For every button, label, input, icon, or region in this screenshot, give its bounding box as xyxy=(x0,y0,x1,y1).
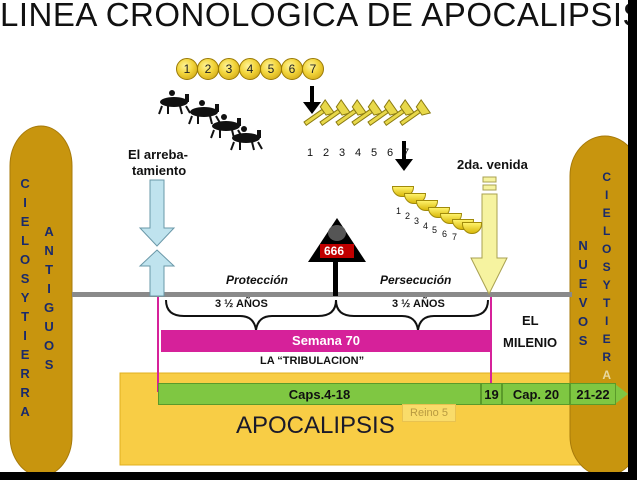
beast-number: 666 xyxy=(324,244,345,258)
protection-label: Protección xyxy=(226,273,289,287)
seal-2: 2 xyxy=(197,58,219,80)
trumpet-num-6: 6 xyxy=(387,147,394,159)
trumpet-num-2: 2 xyxy=(323,147,330,159)
seal-1: 1 xyxy=(176,58,198,80)
seal-5: 5 xyxy=(260,58,282,80)
center-post xyxy=(333,262,338,296)
seal-3: 3 xyxy=(218,58,240,80)
four-horsemen xyxy=(158,90,263,151)
bowl-num-7: 7 xyxy=(452,232,458,242)
slide: LINEA CRONOLOGICA DE APOCALIPSIS xyxy=(0,0,628,472)
left-pillar xyxy=(9,125,73,472)
bowl-num-4: 4 xyxy=(423,221,429,231)
millennium-label-2: MILENIO xyxy=(503,335,558,350)
millennium-label-1: EL xyxy=(522,313,539,328)
second-coming-label: 2da. venida xyxy=(457,157,528,172)
seal-to-trumpet-arrow xyxy=(303,86,321,114)
trumpet-num-3: 3 xyxy=(339,147,346,159)
band-arrow-tip xyxy=(615,384,628,404)
seal-7: 7 xyxy=(302,58,324,80)
apocalipsis-label: APOCALIPSIS xyxy=(236,412,395,439)
rapture-arrow-down xyxy=(138,179,176,247)
years-left-label: 3 ½ AÑOS xyxy=(215,298,268,310)
trumpet-num-5: 5 xyxy=(371,147,378,159)
rapture-label-line2: tamiento xyxy=(132,163,187,178)
bowl-num-6: 6 xyxy=(442,229,448,239)
timeline-bar xyxy=(72,292,572,297)
beast-head xyxy=(328,225,346,241)
tribulation-label: LA “TRIBULACION” xyxy=(260,355,365,367)
bowl-num-3: 3 xyxy=(414,216,420,226)
bowl-num-1: 1 xyxy=(396,206,402,216)
second-coming-arrow xyxy=(470,193,508,296)
chapter-cell-19: 19 xyxy=(481,383,502,405)
trumpet-num-1: 1 xyxy=(307,147,314,159)
beast-number-box xyxy=(320,244,354,258)
bowl-num-5: 5 xyxy=(432,225,438,235)
years-right-label: 3 ½ AÑOS xyxy=(392,298,445,310)
trumpet-to-bowl-arrow xyxy=(395,141,413,171)
week70-bar: Semana 70 xyxy=(161,330,491,352)
second-coming-band1 xyxy=(482,176,497,183)
second-coming-band2 xyxy=(482,184,497,191)
chapter-cell-20: Cap. 20 xyxy=(502,383,570,405)
reino-label: Reino 5 xyxy=(402,404,456,422)
rapture-label-line1: El arreba- xyxy=(128,147,188,162)
chapter-cell-4-18: Caps.4-18 xyxy=(158,383,481,405)
seal-6: 6 xyxy=(281,58,303,80)
rapture-arrow-up xyxy=(138,249,176,297)
seven-trumpets xyxy=(303,98,432,126)
persecution-label: Persecución xyxy=(380,273,452,287)
slide-title: LINEA CRONOLOGICA DE APOCALIPSIS xyxy=(0,0,628,33)
bowl-num-2: 2 xyxy=(405,211,411,221)
seal-4: 4 xyxy=(239,58,261,80)
trumpet-num-7: 7 xyxy=(403,147,410,159)
trumpet-num-4: 4 xyxy=(355,147,362,159)
chapter-cell-21-22: 21-22 xyxy=(570,383,616,405)
